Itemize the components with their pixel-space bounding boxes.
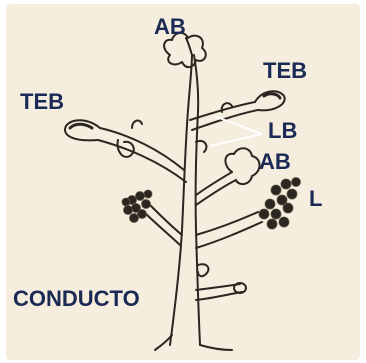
lb-leader-lower — [210, 134, 262, 146]
main-duct — [170, 55, 200, 345]
branch-lower-left — [144, 205, 182, 245]
lobule-right — [259, 178, 301, 230]
alveolar-bud-top-stalk — [186, 38, 192, 55]
duct-base — [155, 335, 232, 350]
lobule-left — [122, 190, 152, 223]
lb-leader-upper — [214, 116, 262, 134]
label-conducto: CONDUCTO — [13, 288, 140, 310]
terminal-end-bud-left-fill — [70, 124, 92, 128]
alveolar-bud-mid — [225, 148, 259, 184]
lateral-bud-trunk — [198, 264, 208, 276]
terminal-end-bud-right-fill — [264, 94, 280, 98]
label-lb: LB — [268, 120, 297, 142]
alveolar-bud-left-2 — [132, 121, 142, 128]
label-ab-top: AB — [154, 16, 186, 38]
label-teb-right: TEB — [263, 60, 307, 82]
label-l: L — [309, 188, 322, 210]
branch-lower-right — [196, 212, 262, 248]
label-ab-mid: AB — [259, 151, 291, 173]
label-teb-left: TEB — [20, 91, 64, 113]
branch-upper-left — [98, 128, 186, 182]
branch-upper-right — [190, 102, 258, 130]
branch-mid-right — [196, 172, 236, 205]
